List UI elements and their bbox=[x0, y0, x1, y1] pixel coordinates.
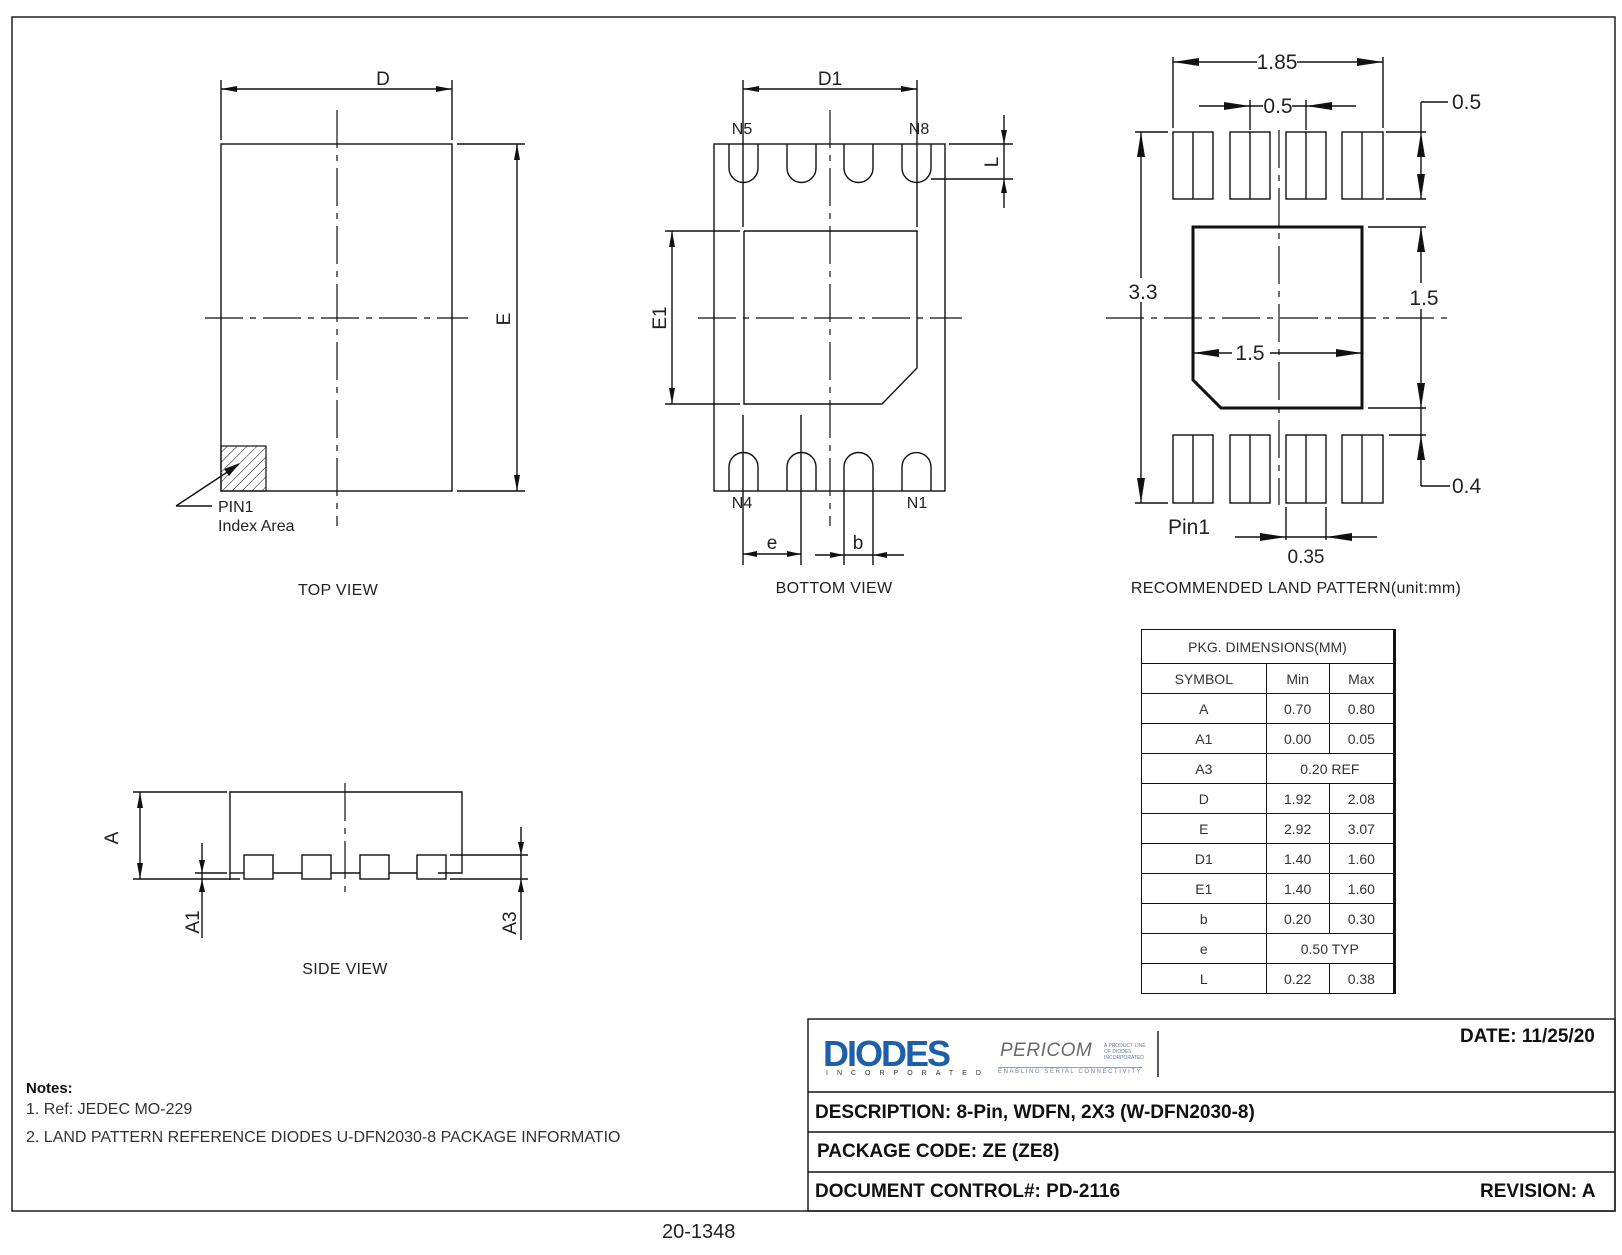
dim-thermal-height: 1.5 bbox=[1409, 287, 1438, 310]
table-title: PKG. DIMENSIONS(MM) bbox=[1141, 629, 1395, 664]
thermal-pad bbox=[1191, 225, 1364, 410]
pericom-logo: PERICOM bbox=[1000, 1040, 1093, 1061]
pin-label-n8: N8 bbox=[909, 121, 930, 138]
cell-max: 1.60 bbox=[1328, 873, 1396, 904]
dim-label-e-pitch: e bbox=[767, 533, 778, 554]
cell-max: 0.80 bbox=[1328, 693, 1396, 724]
cell-symbol: A1 bbox=[1141, 723, 1267, 754]
dim-label-l: L bbox=[982, 157, 1003, 168]
dim-thermal-width: 1.5 bbox=[1235, 342, 1264, 365]
cell-min: 1.92 bbox=[1265, 783, 1330, 814]
cell-max: 1.60 bbox=[1328, 843, 1396, 874]
dimension-table: PKG. DIMENSIONS(MM) SYMBOL Min Max A 0.7… bbox=[1141, 629, 1396, 994]
land-pattern-view: 1.85 0.5 0.5 3.3 1.5 bbox=[1106, 51, 1482, 597]
cell-min: 1.40 bbox=[1265, 843, 1330, 874]
dim-pad-pitch: 0.5 bbox=[1263, 95, 1292, 118]
index-area-label: Index Area bbox=[218, 518, 295, 535]
bottom-view-title: BOTTOM VIEW bbox=[776, 580, 893, 597]
cell-symbol: e bbox=[1141, 933, 1267, 964]
cell-max: 0.38 bbox=[1328, 963, 1396, 994]
table-row: E 2.92 3.07 bbox=[1141, 813, 1396, 844]
pin-label-n5: N5 bbox=[732, 121, 753, 138]
cell-min: 0.70 bbox=[1265, 693, 1330, 724]
cell-max: 3.07 bbox=[1328, 813, 1396, 844]
cell-symbol: A3 bbox=[1141, 753, 1267, 784]
cell-min: 0.20 bbox=[1265, 903, 1330, 934]
cell-symbol: A bbox=[1141, 693, 1267, 724]
cell-max: 0.05 bbox=[1328, 723, 1396, 754]
pin1-label: PIN1 bbox=[218, 499, 254, 516]
land-pattern-title: RECOMMENDED LAND PATTERN(unit:mm) bbox=[1131, 580, 1461, 597]
cell-symbol: E bbox=[1141, 813, 1267, 844]
col-header-max: Max bbox=[1328, 663, 1396, 694]
cell-symbol: D bbox=[1141, 783, 1267, 814]
table-row: D 1.92 2.08 bbox=[1141, 783, 1396, 814]
title-block bbox=[807, 1018, 1616, 1212]
dim-label-a: A bbox=[102, 831, 123, 844]
table-row: E1 1.40 1.60 bbox=[1141, 873, 1396, 904]
pericom-logo-tag: A PRODUCT LINE OF DIODES INCORPORATED bbox=[1104, 1043, 1146, 1061]
cell-min: 0.00 bbox=[1265, 723, 1330, 754]
top-pads bbox=[1172, 131, 1384, 200]
pin-label-n4: N4 bbox=[732, 495, 753, 512]
dim-overall-span: 1.85 bbox=[1257, 51, 1298, 74]
dim-label-d1: D1 bbox=[818, 69, 842, 90]
col-header-symbol: SYMBOL bbox=[1141, 663, 1267, 694]
cell-symbol: E1 bbox=[1141, 873, 1267, 904]
date-field: DATE: 11/25/20 bbox=[1460, 1026, 1595, 1047]
dim-overall-height: 3.3 bbox=[1128, 281, 1157, 304]
dim-pad-length: 0.5 bbox=[1452, 91, 1481, 114]
pin-label-n1: N1 bbox=[907, 495, 928, 512]
notes-title: Notes: bbox=[26, 1080, 73, 1097]
table-row: e 0.50 TYP bbox=[1141, 933, 1396, 964]
side-view: A A1 A3 SIDE VIEW bbox=[102, 783, 528, 978]
pericom-logo-subtitle: ENABLING SERIAL CONNECTIVITY bbox=[998, 1067, 1143, 1075]
package-code-field: PACKAGE CODE: ZE (ZE8) bbox=[817, 1141, 1060, 1162]
cell-span: 0.20 REF bbox=[1265, 753, 1396, 784]
document-control-field: DOCUMENT CONTROL#: PD-2116 bbox=[815, 1181, 1121, 1202]
col-header-min: Min bbox=[1265, 663, 1330, 694]
dim-label-d: D bbox=[376, 69, 390, 90]
top-view: D E PIN1 Index Area TOP VIEW bbox=[175, 69, 525, 599]
dim-pad-width: 0.35 bbox=[1288, 547, 1325, 568]
cell-min: 0.22 bbox=[1265, 963, 1330, 994]
table-row: A1 0.00 0.05 bbox=[1141, 723, 1396, 754]
diodes-logo: DIODES bbox=[823, 1033, 951, 1074]
page-number: 20-1348 bbox=[662, 1221, 736, 1243]
cell-min: 2.92 bbox=[1265, 813, 1330, 844]
diodes-logo-subtitle: INCORPORATED bbox=[826, 1070, 990, 1077]
dim-label-e: E bbox=[494, 313, 515, 326]
revision-field: REVISION: A bbox=[1480, 1181, 1596, 1202]
cell-max: 0.30 bbox=[1328, 903, 1396, 934]
table-row: A 0.70 0.80 bbox=[1141, 693, 1396, 724]
dim-pad-gap: 0.4 bbox=[1452, 475, 1482, 498]
description-field: DESCRIPTION: 8-Pin, WDFN, 2X3 (W-DFN2030… bbox=[815, 1102, 1255, 1123]
table-header-row: SYMBOL Min Max bbox=[1141, 663, 1396, 694]
table-row: L 0.22 0.38 bbox=[1141, 963, 1396, 994]
bottom-pads bbox=[1172, 434, 1384, 504]
note-2: 2. LAND PATTERN REFERENCE DIODES U-DFN20… bbox=[26, 1129, 621, 1146]
dim-label-a1: A1 bbox=[183, 910, 204, 933]
cell-symbol: D1 bbox=[1141, 843, 1267, 874]
top-view-title: TOP VIEW bbox=[298, 582, 379, 599]
cell-symbol: L bbox=[1141, 963, 1267, 994]
drawing-border bbox=[11, 16, 1616, 1212]
table-row: A3 0.20 REF bbox=[1141, 753, 1396, 784]
cell-symbol: b bbox=[1141, 903, 1267, 934]
pin1-pad-label: Pin1 bbox=[1168, 516, 1210, 539]
dim-label-a3: A3 bbox=[500, 911, 521, 934]
cell-min: 1.40 bbox=[1265, 873, 1330, 904]
cell-span: 0.50 TYP bbox=[1265, 933, 1396, 964]
cell-max: 2.08 bbox=[1328, 783, 1396, 814]
table-row: D1 1.40 1.60 bbox=[1141, 843, 1396, 874]
dim-label-b: b bbox=[853, 533, 864, 554]
bottom-view: D1 E1 L N5 N8 N4 N1 e b BOTTOM VIEW bbox=[650, 69, 1013, 597]
side-view-title: SIDE VIEW bbox=[302, 961, 388, 978]
note-1: 1. Ref: JEDEC MO-229 bbox=[26, 1101, 193, 1118]
table-row: b 0.20 0.30 bbox=[1141, 903, 1396, 934]
dim-label-e1: E1 bbox=[650, 306, 671, 329]
